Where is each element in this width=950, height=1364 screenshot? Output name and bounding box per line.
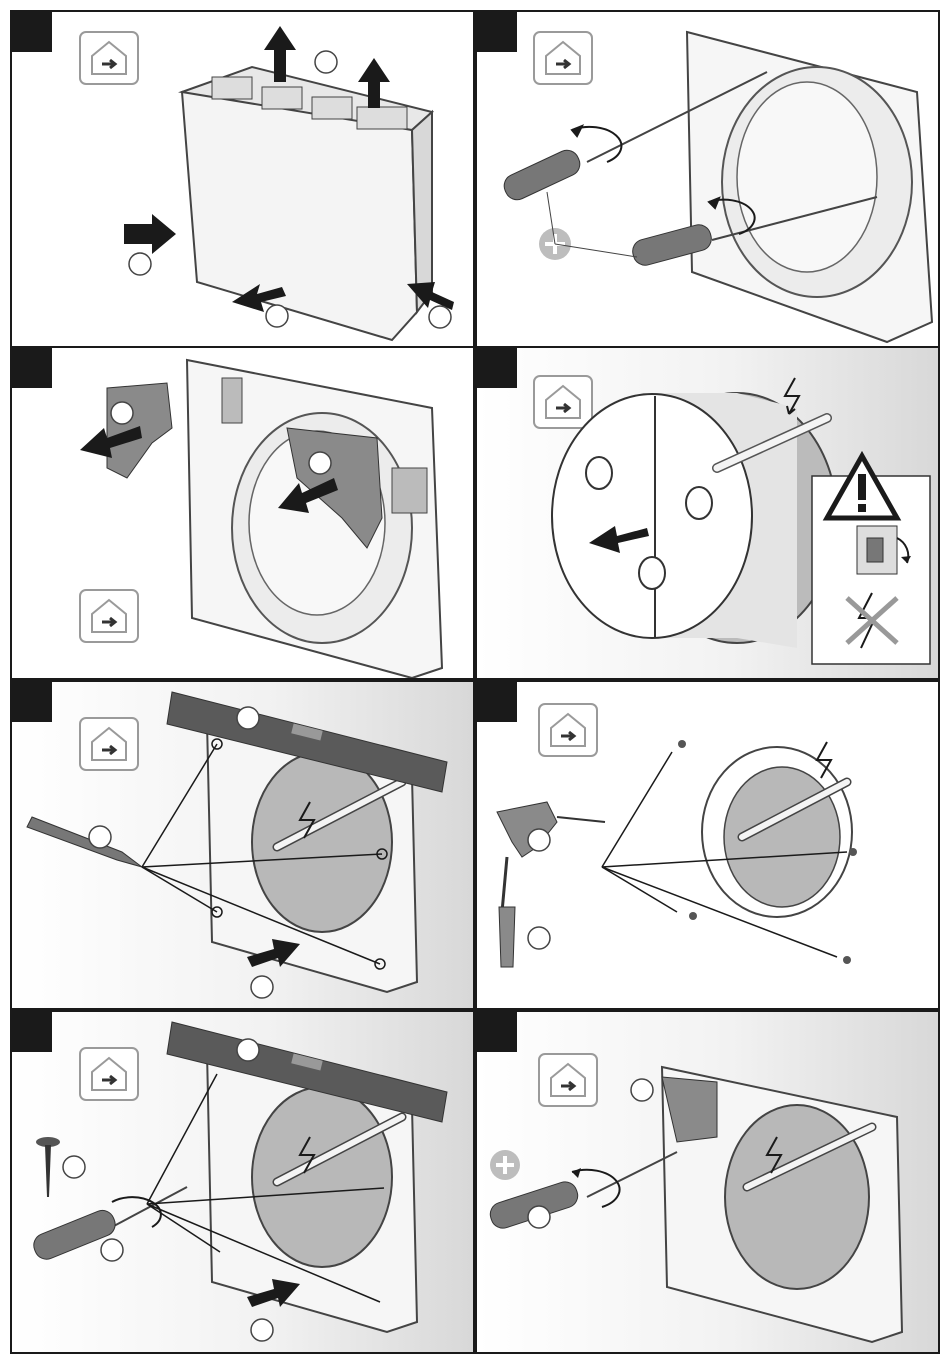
- phillips-icon: [539, 192, 637, 260]
- panel-5-mark-holes: [10, 680, 475, 1010]
- callout-circle: [101, 1239, 123, 1261]
- callout-circle: [266, 305, 288, 327]
- panel-8-fix-bracket: [475, 1010, 940, 1354]
- indoor-house-icon: [80, 718, 138, 770]
- callout-circle: [111, 402, 133, 424]
- callout-circle: [89, 826, 111, 848]
- callout-circle: [631, 1079, 653, 1101]
- panel-2-unscrew-screws: [475, 10, 940, 348]
- duct-ring: [702, 742, 852, 917]
- phillips-icon: [490, 1150, 520, 1180]
- fan-cover: [182, 67, 432, 340]
- indoor-house-icon: [539, 1054, 597, 1106]
- panel-6-drill-holes: [475, 680, 940, 1010]
- callout-circle: [63, 1156, 85, 1178]
- panel-7-screw-base: [10, 1010, 475, 1354]
- callout-circle: [309, 452, 331, 474]
- callout-circle: [528, 1206, 550, 1228]
- fan-base-frame: [187, 360, 442, 678]
- indoor-house-icon: [534, 32, 592, 84]
- arrow-right-icon: [124, 214, 176, 254]
- panel-4-disconnect-power: [475, 346, 940, 680]
- fan-base-frame: [687, 32, 932, 342]
- indoor-house-icon: [539, 704, 597, 756]
- indoor-house-icon: [80, 590, 138, 642]
- indoor-house-icon: [80, 32, 138, 84]
- duct-pipe: [552, 393, 837, 648]
- indoor-house-icon: [534, 376, 592, 428]
- callout-circle: [429, 306, 451, 328]
- panel-3-remove-parts: [10, 346, 475, 680]
- fan-base-frame: [662, 1067, 902, 1342]
- screw-icon: [36, 1137, 60, 1197]
- callout-circle: [251, 976, 273, 998]
- indoor-house-icon: [80, 1048, 138, 1100]
- callout-circle: [528, 927, 550, 949]
- drill-icon: [497, 802, 605, 912]
- callout-circle: [237, 707, 259, 729]
- callout-circle: [528, 829, 550, 851]
- callout-circle: [315, 51, 337, 73]
- callout-circle: [251, 1319, 273, 1341]
- callout-circle: [129, 253, 151, 275]
- pencil-icon: [27, 817, 142, 867]
- callout-circle: [237, 1039, 259, 1061]
- wall-plug-icon: [499, 907, 515, 967]
- panel-1-remove-cover: [10, 10, 475, 348]
